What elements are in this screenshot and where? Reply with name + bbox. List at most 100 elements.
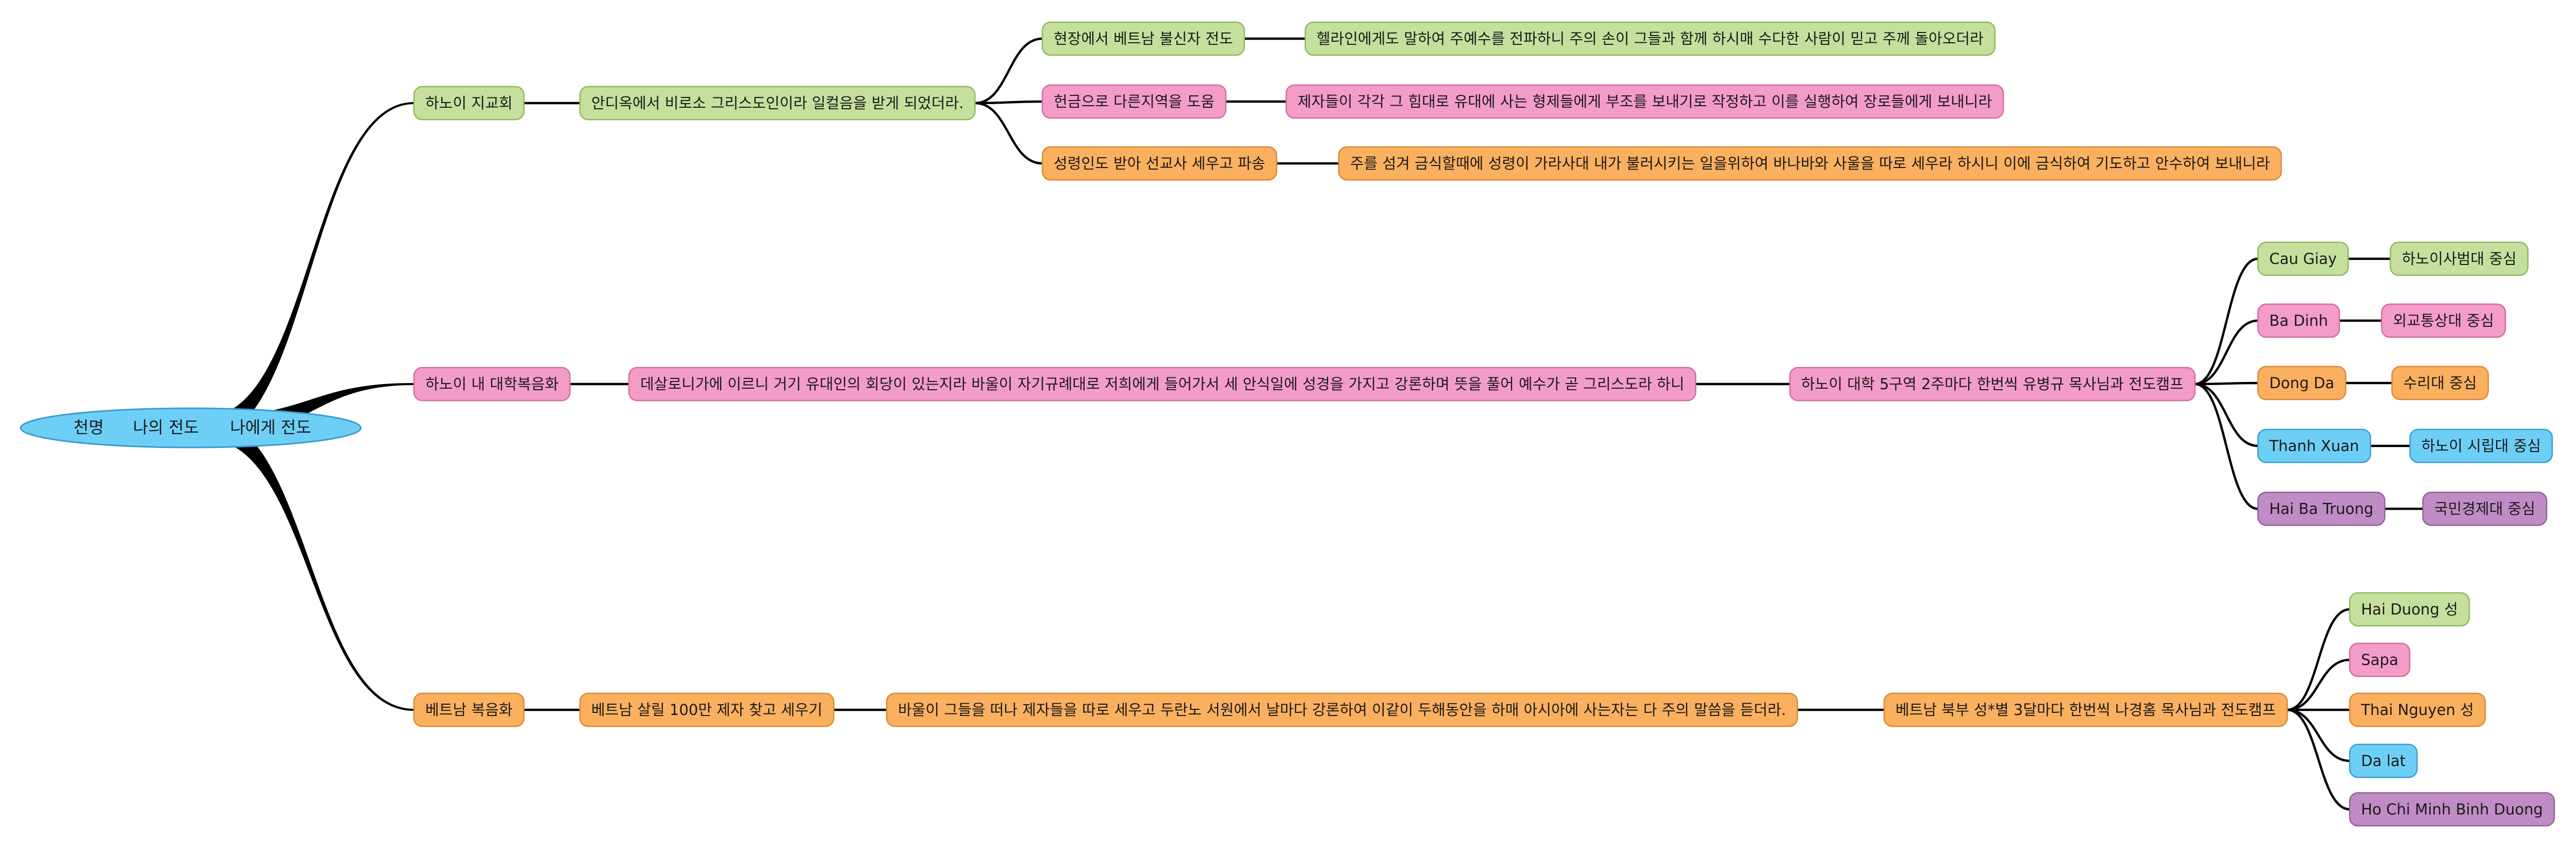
node-cau-giay[interactable]: Cau Giay — [2257, 241, 2349, 276]
node-label: 주를 섬겨 금식할때에 성령이 가라사대 내가 불러시키는 일을위하여 바나바와… — [1350, 155, 2270, 172]
node-disciples-relief[interactable]: 제자들이 각각 그 힘대로 유대에 사는 형제들에게 부조를 보내기로 작정하고… — [1285, 84, 2004, 119]
node-label: Ba Dinh — [2269, 312, 2328, 329]
node-offering[interactable]: 헌금으로 다른지역을 도움 — [1041, 84, 1227, 119]
node-box — [2349, 692, 2486, 727]
node-box — [413, 367, 571, 402]
node-box — [2409, 428, 2553, 463]
node-cau-giay-u[interactable]: 하노이사범대 중심 — [2389, 241, 2529, 276]
root-node[interactable]: 천명 나의 전도 나에게 전도 — [20, 407, 362, 448]
node-box — [2257, 303, 2340, 338]
node-hanoi-church[interactable]: 하노이 지교회 — [413, 86, 525, 121]
connector-camp_hanoi-to-cau_giay — [2195, 257, 2258, 386]
node-label: 헬라인에게도 말하여 주예수를 전파하니 주의 손이 그들과 함께 하시매 수다… — [1317, 30, 1984, 47]
node-label: 바울이 그들을 떠나 제자들을 따로 세우고 두란노 서원에서 날마다 강론하여… — [898, 701, 1786, 719]
node-spirit-missionary[interactable]: 성령인도 받아 선교사 세우고 파송 — [1041, 146, 1277, 181]
node-box — [2389, 241, 2529, 276]
node-label: 하노이 지교회 — [425, 94, 512, 112]
node-box — [1338, 146, 2282, 181]
connector-root-to-hanoi_church — [206, 102, 414, 439]
node-campus[interactable]: 하노이 내 대학복음화 — [413, 367, 571, 402]
node-label: Da lat — [2361, 752, 2406, 770]
node-hai-ba-truong[interactable]: Hai Ba Truong — [2257, 491, 2386, 526]
node-thai-nguyen[interactable]: Thai Nguyen 성 — [2349, 692, 2486, 727]
node-box — [413, 692, 525, 727]
node-fasting-prayer[interactable]: 주를 섬겨 금식할때에 성령이 가라사대 내가 불러시키는 일을위하여 바나바와… — [1338, 146, 2282, 181]
node-box — [2349, 642, 2411, 677]
node-field-evangelism[interactable]: 현장에서 베트남 불신자 전도 — [1041, 21, 1245, 56]
node-dong-da[interactable]: Dong Da — [2257, 365, 2347, 401]
connector-antioch-to-spirit_missionary — [975, 102, 1043, 165]
node-label: 하노이 대학 5구역 2주마다 한번씩 유병규 목사님과 전도캠프 — [1801, 375, 2184, 393]
root-label-part-3: 나에게 전도 — [230, 418, 311, 437]
node-box — [2349, 592, 2470, 627]
node-ba-dinh[interactable]: Ba Dinh — [2257, 303, 2340, 338]
node-box — [2381, 303, 2506, 338]
node-box — [2257, 428, 2371, 463]
node-label: 국민경제대 중심 — [2434, 500, 2535, 518]
node-label: 헌금으로 다른지역을 도움 — [1054, 93, 1215, 110]
node-label: 외교통상대 중심 — [2393, 312, 2494, 329]
node-label: 현장에서 베트남 불신자 전도 — [1054, 30, 1233, 47]
node-label: 하노이 내 대학복음화 — [425, 375, 559, 393]
connector-camp_hanoi-to-hai_ba_truong — [2195, 383, 2258, 510]
node-box — [1285, 84, 2004, 119]
node-box — [1789, 367, 2196, 402]
node-box — [2349, 792, 2555, 827]
node-label: 안디옥에서 비로소 그리스도인이라 일컬음을 받게 되었더라. — [591, 94, 963, 112]
node-label: 수리대 중심 — [2403, 374, 2477, 392]
node-million-disciples[interactable]: 베트남 살릴 100만 제자 찾고 세우기 — [579, 692, 835, 727]
node-sapa[interactable]: Sapa — [2349, 642, 2411, 677]
node-label: Ho Chi Minh Binh Duong — [2361, 801, 2543, 818]
node-tyrannus[interactable]: 바울이 그들을 떠나 제자들을 따로 세우고 두란노 서원에서 날마다 강론하여… — [886, 692, 1798, 727]
node-box — [1041, 146, 1277, 181]
node-label: 하노이사범대 중심 — [2402, 250, 2517, 268]
node-thanh-xuan[interactable]: Thanh Xuan — [2257, 428, 2371, 463]
node-hai-ba-truong-u[interactable]: 국민경제대 중심 — [2422, 491, 2548, 526]
connector-camp_north-to-hcm_binh_duong — [2287, 708, 2350, 811]
node-box — [1304, 21, 1996, 56]
node-label: Dong Da — [2269, 374, 2334, 392]
node-label: 데살로니가에 이르니 거기 유대인의 회당이 있는지라 바울이 자기규례대로 저… — [640, 375, 1684, 393]
node-label: 베트남 살릴 100만 제자 찾고 세우기 — [591, 701, 822, 719]
node-box — [2349, 743, 2418, 778]
connector-camp_hanoi-to-thanh_xuan — [2195, 383, 2258, 447]
node-antioch[interactable]: 안디옥에서 비로소 그리스도인이라 일컬음을 받게 되었더라. — [579, 86, 976, 121]
node-label: Sapa — [2361, 651, 2398, 669]
node-box — [2422, 491, 2548, 526]
node-thanh-xuan-u[interactable]: 하노이 시립대 중심 — [2409, 428, 2553, 463]
node-thessalonica[interactable]: 데살로니가에 이르니 거기 유대인의 회당이 있는지라 바울이 자기규례대로 저… — [628, 367, 1697, 402]
node-da-lat[interactable]: Da lat — [2349, 743, 2418, 778]
node-hcm-binh-duong[interactable]: Ho Chi Minh Binh Duong — [2349, 792, 2555, 827]
mind-map-nodes: 하노이 지교회 안디옥에서 비로소 그리스도인이라 일컬음을 받게 되었더라. 현장… — [413, 21, 2555, 827]
node-hai-duong[interactable]: Hai Duong 성 — [2349, 592, 2470, 627]
node-box — [1883, 692, 2288, 727]
connector-camp_hanoi-to-dong_da — [2195, 381, 2258, 386]
node-box — [2391, 365, 2489, 401]
node-box — [2257, 365, 2347, 401]
node-camp-hanoi[interactable]: 하노이 대학 5구역 2주마다 한번씩 유병규 목사님과 전도캠프 — [1789, 367, 2196, 402]
node-label: Thai Nguyen 성 — [2361, 701, 2474, 719]
connector-antioch-to-field_evangelism — [975, 37, 1043, 105]
node-hellenists[interactable]: 헬라인에게도 말하여 주예수를 전파하니 주의 손이 그들과 함께 하시매 수다… — [1304, 21, 1996, 56]
node-vietnam-gospel[interactable]: 베트남 복음화 — [413, 692, 525, 727]
node-box — [1041, 21, 1245, 56]
node-box — [2257, 241, 2349, 276]
node-box — [579, 692, 835, 727]
node-label: 베트남 복음화 — [425, 701, 512, 719]
node-label: Hai Ba Truong — [2269, 500, 2373, 518]
node-box — [413, 86, 525, 121]
node-box — [2257, 491, 2386, 526]
node-box — [1041, 84, 1227, 119]
node-label: 하노이 시립대 중심 — [2421, 437, 2541, 455]
node-camp-north[interactable]: 베트남 북부 성*별 3달마다 한번씩 나경홈 목사님과 전도캠프 — [1883, 692, 2288, 727]
node-box — [886, 692, 1798, 727]
connector-camp_north-to-da_lat — [2287, 708, 2350, 762]
node-label: 베트남 북부 성*별 3달마다 한번씩 나경홈 목사님과 전도캠프 — [1896, 701, 2276, 719]
node-dong-da-u[interactable]: 수리대 중심 — [2391, 365, 2489, 401]
root-label-part-1: 천명 — [74, 418, 104, 437]
node-label: Hai Duong 성 — [2361, 601, 2458, 618]
node-ba-dinh-u[interactable]: 외교통상대 중심 — [2381, 303, 2506, 338]
node-label: 성령인도 받아 선교사 세우고 파송 — [1054, 155, 1265, 172]
node-box — [628, 367, 1697, 402]
root-label-part-2: 나의 전도 — [133, 418, 199, 437]
